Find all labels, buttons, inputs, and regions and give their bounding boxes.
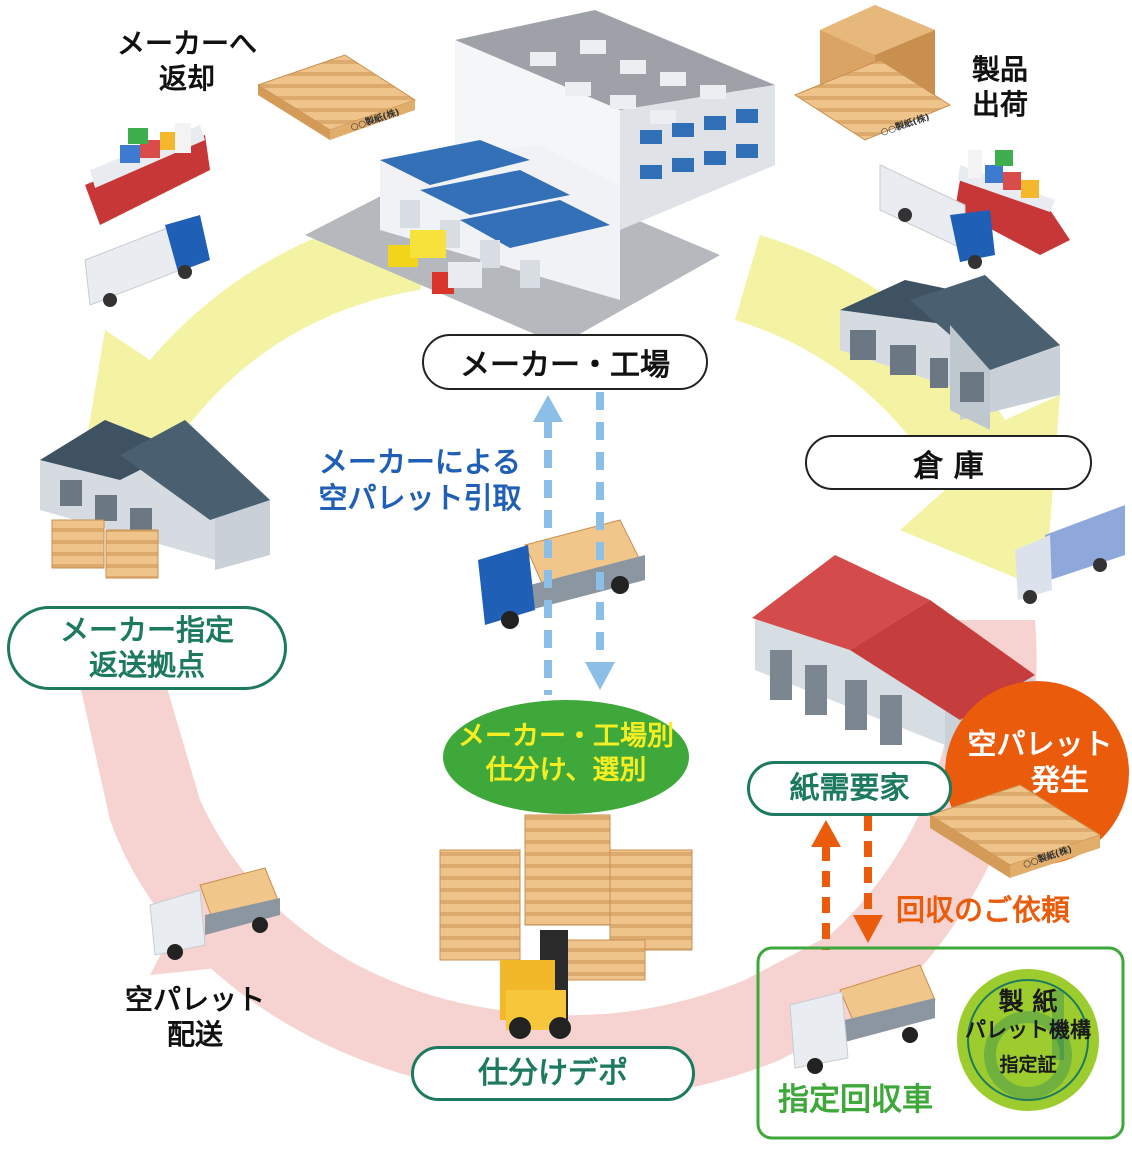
sorting-depot-label: 仕分けデポ bbox=[411, 1046, 695, 1101]
sorting-depot-text: 仕分けデポ bbox=[478, 1055, 628, 1091]
cycle-ring-yellow-right bbox=[735, 235, 1060, 590]
maker-return-hub-line-1: メーカー指定 bbox=[59, 613, 234, 648]
maker-pickup-arrows bbox=[533, 392, 615, 695]
designated-certificate-badge bbox=[957, 969, 1099, 1111]
pickup-truck-illustration-center bbox=[478, 519, 645, 629]
sort-by-maker-line-2: 仕分け、選別 bbox=[485, 754, 647, 786]
paper-user-label: 紙需要家 bbox=[747, 761, 952, 816]
sorting-depot-illustration bbox=[439, 814, 693, 1039]
pallet-illustration-top-right: ○○製紙(株) bbox=[793, 5, 952, 141]
designated-vehicle-label: 指定回収車 bbox=[778, 1081, 933, 1120]
truck-illustration-right bbox=[1015, 505, 1125, 604]
empty-pallet-arise-line-1: 空パレット bbox=[967, 727, 1113, 761]
empty-pallet-arise-label: 空パレット 発生 bbox=[960, 726, 1120, 799]
collection-request-text: 回収のご依頼 bbox=[896, 893, 1071, 927]
truck-illustration-top-right bbox=[879, 164, 995, 269]
warehouse-label: 倉 庫 bbox=[805, 435, 1092, 490]
maker-factory-label: メーカー・工場 bbox=[422, 334, 708, 390]
pallet-illustration-top-left: ○○製紙(株) bbox=[256, 54, 417, 140]
designated-vehicle-box bbox=[756, 946, 1125, 1140]
cycle-ring-yellow-left bbox=[80, 205, 440, 480]
badge-line-2: パレット機構 bbox=[965, 1018, 1091, 1043]
product-ship-line-2: 出荷 bbox=[971, 88, 1028, 121]
designated-vehicle-text: 指定回収車 bbox=[778, 1082, 933, 1118]
product-ship-line-1: 製品 bbox=[971, 53, 1028, 86]
delivery-truck-illustration-left bbox=[149, 867, 280, 960]
badge-label: 製 紙 パレット機構 指定証 bbox=[958, 986, 1098, 1077]
truck-illustration-top-left bbox=[84, 215, 210, 307]
ship-illustration-right bbox=[955, 150, 1070, 255]
ship-illustration-left bbox=[85, 123, 210, 225]
maker-pickup-line-1: メーカーによる bbox=[318, 445, 522, 479]
empty-pallet-delivery-line-2: 配送 bbox=[166, 1018, 223, 1051]
collection-request-label: 回収のご依頼 bbox=[896, 892, 1070, 928]
cycle-ring-pink-bottom bbox=[70, 620, 1037, 1100]
return-to-maker-label: メーカーへ 返却 bbox=[112, 26, 262, 96]
badge-line-3: 指定証 bbox=[999, 1053, 1057, 1076]
sort-by-maker-line-1: メーカー・工場別 bbox=[458, 721, 674, 752]
maker-return-hub-line-2: 返送拠点 bbox=[88, 648, 205, 682]
return-to-maker-line-1: メーカーへ bbox=[116, 27, 257, 60]
paper-user-text: 紙需要家 bbox=[789, 770, 910, 806]
product-ship-label: 製品 出荷 bbox=[960, 52, 1040, 122]
sort-by-maker-label: メーカー・工場別 仕分け、選別 bbox=[445, 720, 687, 788]
return-to-maker-line-2: 返却 bbox=[158, 62, 215, 95]
empty-pallet-delivery-line-1: 空パレット bbox=[124, 983, 265, 1016]
empty-pallet-delivery-label: 空パレット 配送 bbox=[110, 982, 280, 1052]
sort-by-maker-oval bbox=[443, 700, 689, 814]
badge-line-1: 製 紙 bbox=[998, 987, 1058, 1016]
return-hub-warehouse-illustration bbox=[40, 420, 270, 579]
maker-pickup-line-2: 空パレット引取 bbox=[318, 481, 522, 516]
maker-factory-text: メーカー・工場 bbox=[460, 348, 670, 383]
maker-pickup-label: メーカーによる 空パレット引取 bbox=[300, 444, 540, 517]
warehouse-text: 倉 庫 bbox=[913, 448, 984, 484]
collection-request-arrows bbox=[811, 815, 883, 950]
collection-truck-illustration bbox=[789, 964, 936, 1074]
warehouse-illustration bbox=[840, 275, 1060, 430]
empty-pallet-arise-line-2: 発生 bbox=[1030, 763, 1089, 798]
factory-illustration bbox=[305, 10, 775, 345]
maker-return-hub-label: メーカー指定 返送拠点 bbox=[7, 606, 287, 690]
